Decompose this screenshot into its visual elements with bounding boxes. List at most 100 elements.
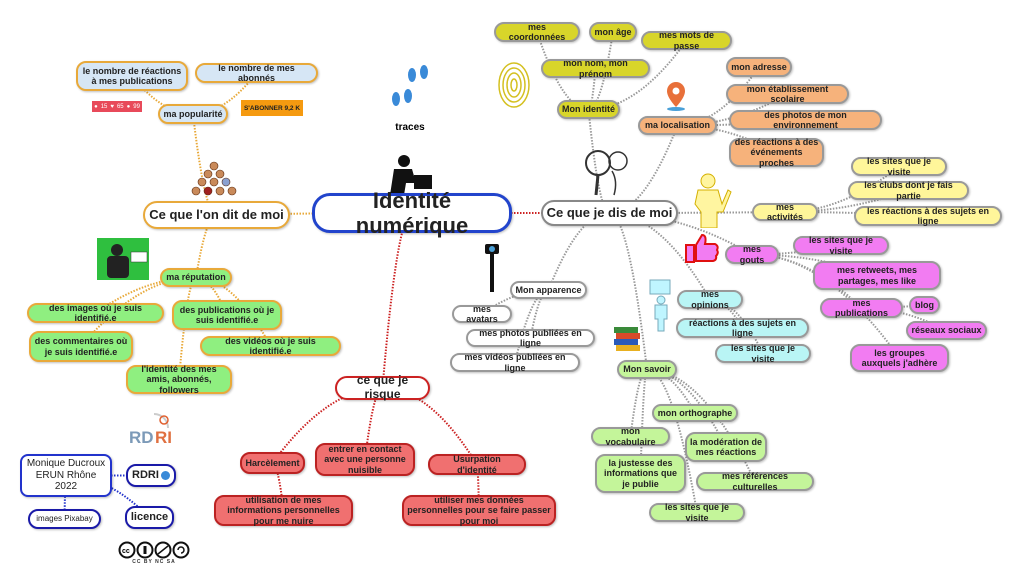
globe-icon <box>160 471 170 480</box>
node-nombre-abonnes[interactable]: le nombre de mes abonnés <box>195 63 318 83</box>
node-label: Mon identité <box>562 104 615 115</box>
handyman-icon <box>686 172 732 229</box>
node-label: blog <box>915 299 934 310</box>
node-label: Mon savoir <box>623 364 671 375</box>
licence-link[interactable]: licence <box>125 506 174 529</box>
node-label: la justesse des informations que je publ… <box>603 457 677 489</box>
node-etablissement-scolaire[interactable]: mon établissement scolaire <box>726 84 849 104</box>
branch-label: Ce que je dis de moi <box>546 204 673 220</box>
node-retweets[interactable]: mes retweets, mes partages, mes like <box>813 261 941 290</box>
branch-label: ce que je risque <box>356 373 409 401</box>
author-label: Monique Ducroux ERUN Rhône 2022 <box>26 458 106 493</box>
rdri-link[interactable]: RDRI <box>126 464 176 487</box>
cc-badge-text: cc by nc sa <box>132 559 176 565</box>
node-moderation[interactable]: la modération de mes réactions <box>685 432 767 462</box>
node-contact-personne-nuisible[interactable]: entrer en contact avec une personne nuis… <box>315 443 415 476</box>
node-mes-coordonnees[interactable]: mes coordonnées <box>494 22 580 42</box>
node-gouts-sites[interactable]: les sites que je visite <box>793 235 889 256</box>
protester-icon <box>648 278 674 332</box>
node-opinions-reactions[interactable]: réactions à des sujets en ligne <box>676 318 809 338</box>
node-label: mes coordonnées <box>508 21 566 42</box>
node-reactions-evenements[interactable]: des réactions à des événements proches <box>729 136 824 168</box>
thinker-icon <box>388 153 436 195</box>
connector-R-r2 <box>382 387 478 466</box>
node-mon-age[interactable]: mon âge <box>589 22 637 42</box>
traces-label: traces <box>385 122 435 133</box>
node-label: ma popularité <box>163 108 223 119</box>
images-pixabay-link[interactable]: images Pixabay <box>28 509 101 529</box>
branch-ce-que-je-risque[interactable]: ce que je risque <box>335 373 430 401</box>
footprints-icon <box>388 63 432 109</box>
node-label: mon âge <box>594 26 632 37</box>
central-topic-label: Identité numérique <box>355 187 469 238</box>
node-label: mes publications <box>834 297 888 318</box>
stats-badge: ●15 ♥65 ●99 <box>92 101 142 112</box>
node-mon-identite[interactable]: Mon identité <box>557 100 620 119</box>
node-harcelement[interactable]: Harcèlement <box>240 452 305 474</box>
node-label: les réactions à des sujets en ligne <box>866 205 990 226</box>
node-label: le nombre de réactions à mes publication… <box>82 65 182 86</box>
user-icon: ● <box>94 103 98 110</box>
node-activites-reactions[interactable]: les réactions à des sujets en ligne <box>854 206 1002 226</box>
branch-ce-que-je-dis-de-moi[interactable]: Ce que je dis de moi <box>541 200 678 226</box>
node-orthographe[interactable]: mon orthographe <box>652 404 738 422</box>
node-mes-videos[interactable]: mes vidéos publiées en ligne <box>450 352 580 373</box>
node-mes-avatars[interactable]: mes avatars <box>452 304 512 324</box>
node-blog[interactable]: blog <box>909 296 940 314</box>
node-label: des vidéos où je suis identifié.e <box>225 335 316 356</box>
node-mon-savoir[interactable]: Mon savoir <box>617 360 677 379</box>
node-savoir-sites[interactable]: les sites que je visite <box>649 502 745 523</box>
node-label: des réactions à des événements proches <box>734 136 819 168</box>
node-mes-activites[interactable]: mes activités <box>752 201 818 222</box>
node-videos-identifie[interactable]: des vidéos où je suis identifié.e <box>200 336 341 356</box>
node-mes-opinions[interactable]: mes opinions <box>677 289 743 310</box>
node-label: les sites que je visite <box>730 343 796 364</box>
branch-ce-que-lon-dit-de-moi[interactable]: Ce que l'on dit de moi <box>143 201 290 229</box>
node-justesse[interactable]: la justesse des informations que je publ… <box>595 454 686 493</box>
cc-badge-label: cc by nc sa <box>118 559 190 565</box>
node-publications-identifie[interactable]: des publications où je suis identifié.e <box>172 300 282 330</box>
node-label: les sites que je visite <box>808 235 874 256</box>
node-ma-reputation[interactable]: ma réputation <box>160 268 232 287</box>
node-mes-mots-de-passe[interactable]: mes mots de passe <box>641 30 732 51</box>
node-mes-gouts[interactable]: mes gouts <box>725 244 779 265</box>
node-label: utilisation de mes informations personne… <box>227 494 340 526</box>
branch-label: Ce que l'on dit de moi <box>149 206 284 222</box>
node-opinions-sites[interactable]: les sites que je visite <box>715 343 811 364</box>
node-nom-prenom[interactable]: mon nom, mon prénom <box>541 58 650 79</box>
crowd-faces-icon <box>190 160 238 198</box>
central-topic[interactable]: Identité numérique <box>312 188 512 238</box>
node-reseaux-sociaux[interactable]: réseaux sociaux <box>906 321 987 340</box>
node-references-culturelles[interactable]: mes références culturelles <box>696 471 814 492</box>
node-identite-amis[interactable]: l'identité des mes amis, abonnés, follow… <box>126 364 232 395</box>
likes-count: 65 <box>116 103 124 110</box>
node-photos-environnement[interactable]: des photos de mon environnement <box>729 110 882 130</box>
node-images-identifie[interactable]: des images où je suis identifié.e <box>27 303 164 323</box>
node-groupes[interactable]: les groupes auxquels j'adhère <box>850 344 949 372</box>
node-label: mes vidéos publiées en ligne <box>464 352 566 373</box>
node-label: les clubs dont je fais partie <box>864 180 953 201</box>
node-activites-sites[interactable]: les sites que je visite <box>851 156 947 177</box>
node-label: des commentaires où je suis identifié.e <box>34 336 128 357</box>
node-label: réseaux sociaux <box>911 325 982 336</box>
node-vocabulaire[interactable]: mon vocabulaire <box>591 426 670 447</box>
node-label: mes activités <box>766 201 804 222</box>
node-ma-localisation[interactable]: ma localisation <box>638 116 717 135</box>
thumbs-up-icon <box>684 232 720 264</box>
node-reactions-publications[interactable]: le nombre de réactions à mes publication… <box>76 61 188 91</box>
node-mes-photos[interactable]: mes photos publiées en ligne <box>466 328 595 348</box>
node-mon-apparence[interactable]: Mon apparence <box>510 281 587 299</box>
node-ma-popularite[interactable]: ma popularité <box>158 104 228 124</box>
svg-text:cc: cc <box>122 548 130 555</box>
node-label: des publications où je suis identifié.e <box>179 304 275 325</box>
node-utilisation-informations[interactable]: utilisation de mes informations personne… <box>214 495 353 526</box>
node-usurpation-identite[interactable]: Usurpation d'identité <box>428 454 526 475</box>
node-commentaires-identifie[interactable]: des commentaires où je suis identifié.e <box>29 331 133 362</box>
node-label: mon établissement scolaire <box>746 83 829 104</box>
node-mon-adresse[interactable]: mon adresse <box>726 57 792 77</box>
node-utiliser-donnees[interactable]: utiliser mes données personnelles pour s… <box>402 495 556 526</box>
node-mes-publications[interactable]: mes publications <box>820 298 903 318</box>
node-label: mes références culturelles <box>721 471 789 492</box>
node-clubs[interactable]: les clubs dont je fais partie <box>848 180 969 201</box>
connector-rep-rep3 <box>195 276 272 347</box>
